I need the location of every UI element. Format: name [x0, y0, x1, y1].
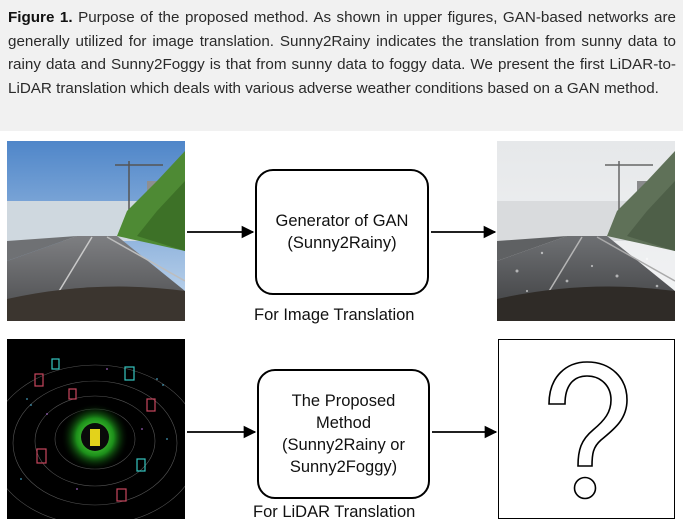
- figure-caption: Figure 1. Purpose of the proposed method…: [8, 6, 676, 100]
- gan-generator-box: Generator of GAN (Sunny2Rainy): [255, 169, 429, 295]
- question-mark-icon: [548, 361, 628, 500]
- rainy-road-photo: [497, 141, 675, 321]
- image-translation-label: For Image Translation: [254, 306, 415, 324]
- caption-text: Purpose of the proposed method. As shown…: [8, 9, 676, 97]
- gan-box-line1: Generator of GAN: [275, 212, 409, 230]
- figure-label: Figure 1.: [8, 9, 73, 26]
- lidar-point-cloud: [7, 339, 185, 519]
- method-box-line4: Sunny2Foggy): [289, 458, 398, 476]
- method-box-line3: (Sunny2Rainy or: [282, 436, 405, 454]
- method-box-line2: Method: [315, 414, 372, 432]
- gan-box-line2: (Sunny2Rainy): [287, 234, 397, 252]
- method-box-line1: The Proposed: [291, 392, 396, 410]
- figure: Generator of GAN (Sunny2Rainy) For Image…: [0, 131, 683, 529]
- caption-band: Figure 1. Purpose of the proposed method…: [0, 0, 683, 131]
- lidar-translation-label: For LiDAR Translation: [253, 503, 416, 521]
- sunny-road-photo: [7, 141, 185, 321]
- unknown-output-box: [498, 339, 675, 519]
- proposed-method-box: The Proposed Method (Sunny2Rainy or Sunn…: [257, 369, 430, 499]
